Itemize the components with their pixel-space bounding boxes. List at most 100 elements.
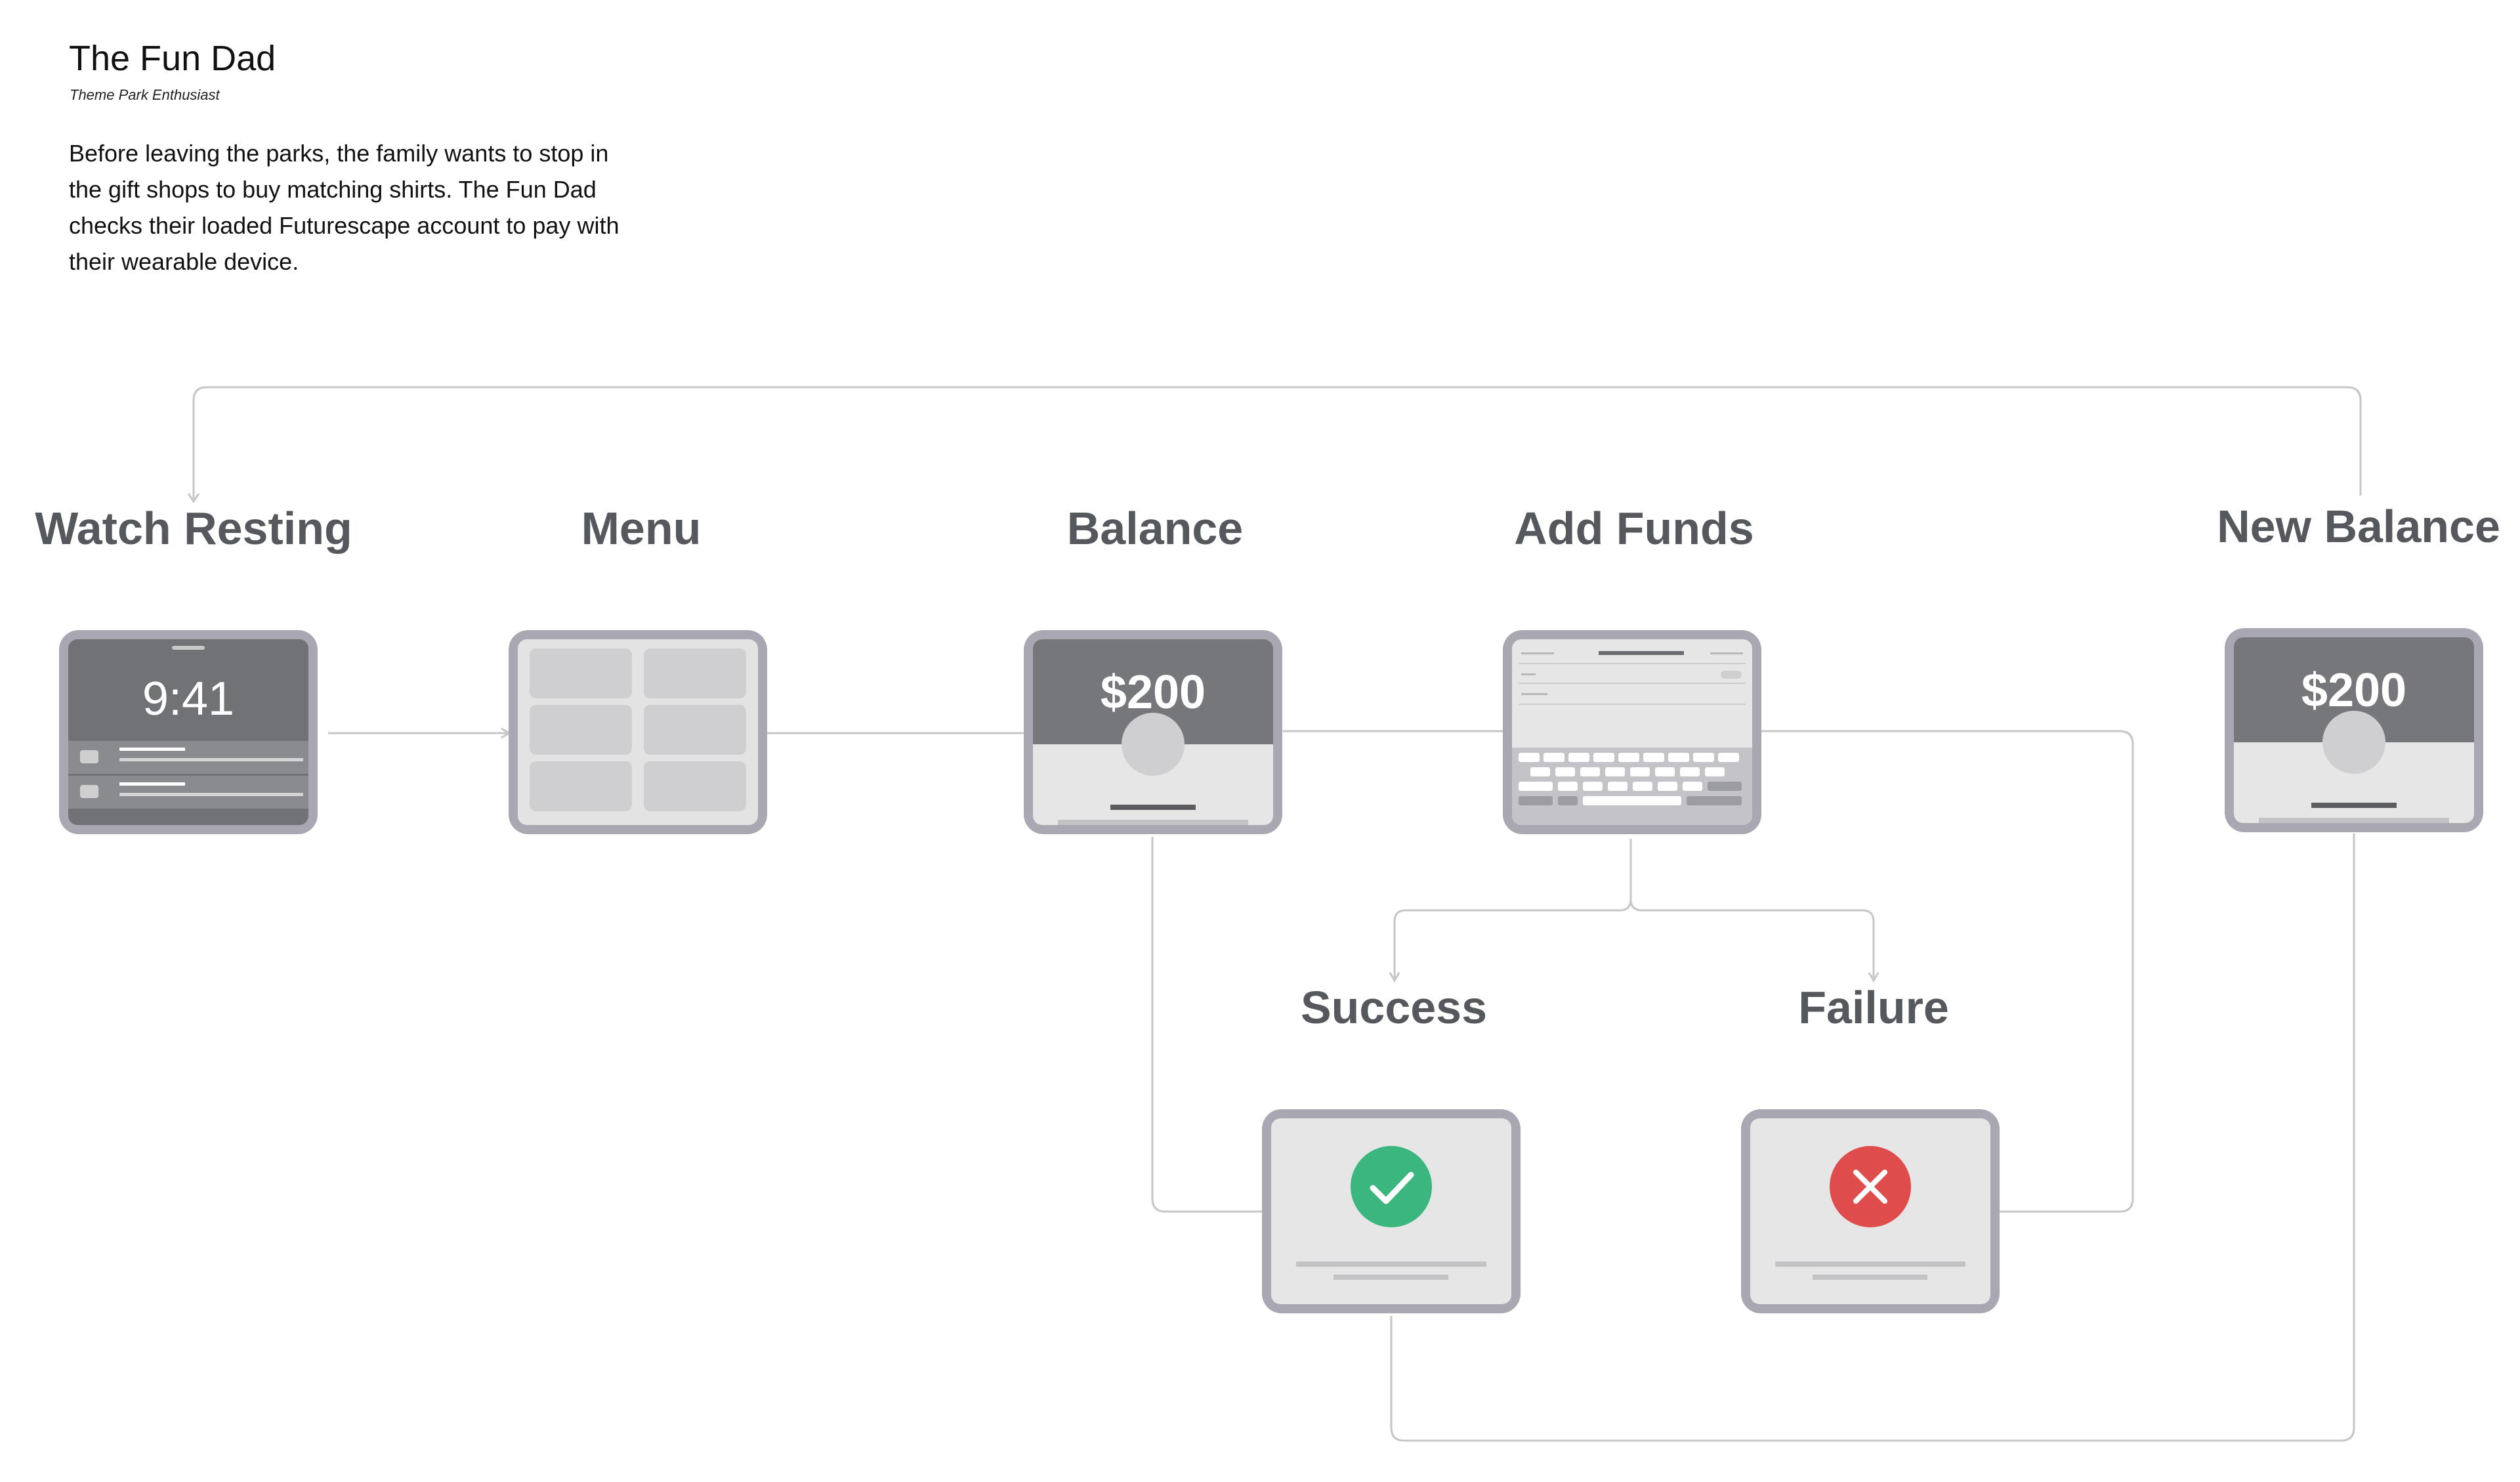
connector-addfunds-failure (1761, 730, 2134, 1213)
notification-icon (80, 750, 98, 763)
menu-screen (518, 639, 758, 825)
keyboard-key[interactable] (1658, 782, 1677, 791)
text-placeholder (1296, 1261, 1486, 1267)
divider (1519, 704, 1746, 705)
device-watch-resting[interactable]: 9:41 (59, 630, 318, 834)
connector-balance-success (1151, 837, 1263, 1213)
keyboard-key[interactable] (1630, 767, 1650, 776)
watch-time: 9:41 (142, 673, 235, 725)
keyboard-key[interactable] (1530, 767, 1550, 776)
avatar (1122, 713, 1185, 776)
notification-title-line (119, 748, 185, 751)
text-placeholder (2259, 818, 2449, 823)
menu-tile[interactable] (530, 705, 632, 755)
persona-name: The Fun Dad (69, 39, 276, 78)
notification-title-line (119, 782, 185, 786)
add-funds-screen (1512, 639, 1752, 825)
keyboard-key[interactable] (1643, 753, 1664, 762)
menu-tile[interactable] (644, 648, 746, 698)
keyboard-key[interactable] (1718, 753, 1739, 762)
device-new-balance[interactable]: $200 (2225, 628, 2483, 832)
menu-tile[interactable] (644, 705, 746, 755)
keyboard-key[interactable] (1580, 767, 1600, 776)
drag-handle (172, 646, 205, 650)
keyboard-key[interactable] (1568, 753, 1589, 762)
nav-title-placeholder (1599, 651, 1684, 655)
balance-screen: $200 (1033, 639, 1273, 825)
keyboard-key[interactable] (1608, 782, 1628, 791)
space-key[interactable] (1583, 796, 1681, 805)
keyboard-key[interactable] (1680, 767, 1700, 776)
return-key[interactable] (1687, 796, 1742, 805)
step-label-failure: Failure (1798, 982, 1949, 1033)
device-failure[interactable] (1741, 1109, 2000, 1313)
arrow-failure (1868, 972, 1880, 983)
keyboard-key[interactable] (1655, 767, 1675, 776)
text-placeholder (1058, 820, 1248, 825)
divider (1519, 683, 1746, 684)
step-label-watch-resting: Watch Resting (35, 503, 352, 554)
toggle[interactable] (1721, 671, 1742, 679)
connector-success-newbalance (1390, 834, 2355, 1442)
divider (1519, 663, 1746, 664)
keyboard-key[interactable] (1519, 753, 1540, 762)
menu-tile[interactable] (644, 761, 746, 811)
keyboard-key[interactable] (1555, 767, 1575, 776)
arrow-watch-resting (187, 493, 200, 503)
connector-split (1393, 839, 1632, 978)
device-add-funds[interactable] (1503, 630, 1761, 834)
text-placeholder (1813, 1275, 1927, 1280)
new-balance-screen: $200 (2234, 637, 2474, 823)
x-icon (1830, 1146, 1911, 1227)
numbers-key[interactable] (1519, 796, 1553, 805)
nav-action-placeholder (1710, 652, 1743, 654)
new-balance-amount: $200 (2301, 664, 2407, 717)
step-label-menu: Menu (581, 503, 702, 554)
failure-screen (1750, 1118, 1990, 1304)
keyboard-key[interactable] (1558, 782, 1578, 791)
keyboard-key[interactable] (1705, 767, 1725, 776)
keyboard-key[interactable] (1593, 753, 1614, 762)
keyboard-key[interactable] (1618, 753, 1639, 762)
notification-row (68, 776, 308, 809)
keyboard-key[interactable] (1583, 782, 1603, 791)
notification-body-line (119, 758, 303, 761)
menu-tile[interactable] (530, 761, 632, 811)
device-balance[interactable]: $200 (1024, 630, 1282, 834)
field-label-placeholder (1521, 693, 1547, 695)
device-success[interactable] (1262, 1109, 1521, 1313)
text-placeholder (1334, 1275, 1448, 1280)
keyboard-key[interactable] (1633, 782, 1652, 791)
persona-description: Before leaving the parks, the family wan… (69, 140, 620, 275)
keyboard-key[interactable] (1544, 753, 1564, 762)
notification-row (68, 741, 308, 774)
connector-loop-top (192, 386, 2362, 499)
step-label-balance: Balance (1066, 503, 1244, 554)
menu-tile[interactable] (530, 648, 632, 698)
backspace-key[interactable] (1708, 782, 1742, 791)
text-placeholder (2311, 803, 2397, 808)
connector-split-right (1629, 899, 1875, 978)
check-icon (1351, 1146, 1432, 1227)
shift-key[interactable] (1519, 782, 1553, 791)
text-placeholder (1775, 1261, 1965, 1267)
step-label-success: Success (1300, 982, 1488, 1033)
avatar (2322, 711, 2385, 774)
notification-body-line (119, 793, 303, 796)
field-label-placeholder (1521, 673, 1536, 675)
balance-amount: $200 (1100, 666, 1206, 719)
arrow-success (1389, 972, 1400, 983)
keyboard[interactable] (1512, 748, 1752, 825)
keyboard-key[interactable] (1693, 753, 1714, 762)
keyboard-key[interactable] (1605, 767, 1625, 776)
step-label-new-balance: New Balance (2217, 501, 2500, 552)
watch-resting-screen: 9:41 (68, 639, 308, 825)
globe-key[interactable] (1558, 796, 1578, 805)
keyboard-key[interactable] (1683, 782, 1702, 791)
text-placeholder (1110, 805, 1196, 810)
keyboard-key[interactable] (1668, 753, 1689, 762)
nav-back-placeholder (1521, 652, 1554, 654)
device-menu[interactable] (509, 630, 767, 834)
persona-role: Theme Park Enthusiast (70, 87, 220, 103)
